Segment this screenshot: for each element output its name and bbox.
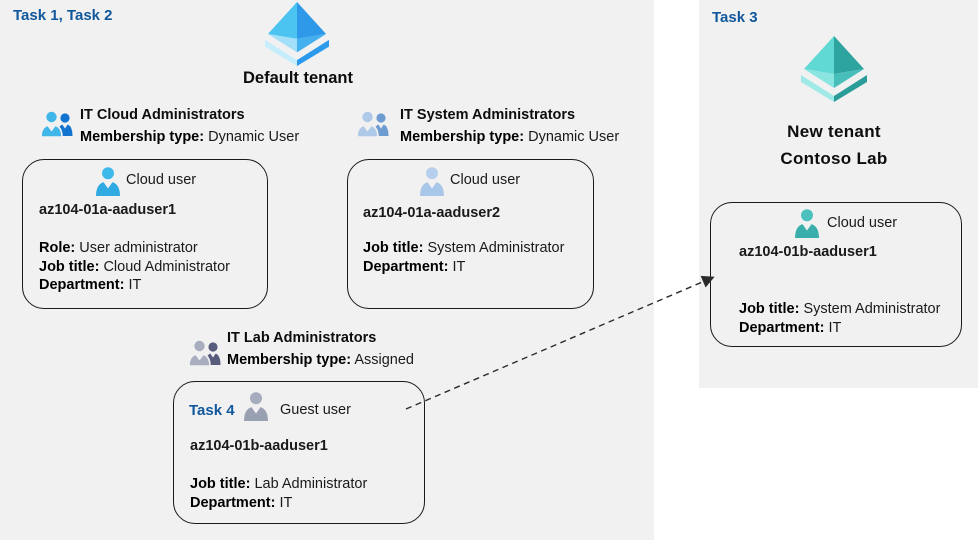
new-tenant-user-card: Cloud user az104-01b-aaduser1 Job title:… (710, 202, 962, 347)
user-type-label: Guest user (280, 402, 351, 418)
membership-type-cloud-admins: Membership type: Dynamic User (80, 129, 300, 145)
user-name: az104-01a-aaduser1 (39, 202, 177, 218)
group-title-system-admins: IT System Administrators (400, 107, 576, 123)
new-tenant-region: Task 3 New tenant Contoso Lab Cloud user… (699, 0, 978, 388)
cloud-user-icon (420, 167, 444, 196)
user-field-role: Role: User administrator (39, 240, 198, 256)
contoso-lab-title: Contoso Lab (780, 149, 888, 168)
user-field-job-title: Job title: System Administrator (739, 301, 941, 317)
user-field-department: Department: IT (39, 277, 142, 294)
new-tenant-title: New tenant (787, 122, 881, 141)
membership-type-system-admins: Membership type: Dynamic User (400, 129, 620, 145)
azure-tenant-icon-blue (265, 2, 329, 66)
task-1-2-label: Task 1, Task 2 (13, 7, 113, 24)
user-field-department: Department: IT (190, 494, 293, 511)
user-field-job-title: Job title: Cloud Administrator (39, 258, 230, 275)
user-type-label: Cloud user (126, 172, 197, 188)
group-users-icon-system-admins (356, 110, 389, 138)
user-type-label: Cloud user (450, 172, 521, 188)
membership-type-lab-admins: Membership type: Assigned (227, 352, 414, 368)
user-card-aaduser1: Cloud user az104-01a-aaduser1 Role: User… (22, 159, 268, 309)
user-name: az104-01a-aaduser2 (363, 205, 501, 221)
azure-tenant-icon-teal (801, 36, 867, 102)
user-field-department: Department: IT (739, 319, 842, 336)
user-field-department: Department: IT (363, 258, 466, 275)
group-title-cloud-admins: IT Cloud Administrators (80, 107, 245, 123)
group-title-lab-admins: IT Lab Administrators (227, 330, 377, 346)
user-name: az104-01b-aaduser1 (739, 244, 877, 260)
default-tenant-region: Task 1, Task 2 Default tenant IT Cloud A… (0, 0, 654, 540)
guest-user-icon (244, 392, 268, 421)
user-card-aaduser2: Cloud user az104-01a-aaduser2 Job title:… (347, 159, 594, 309)
user-field-job-title: Job title: System Administrator (363, 240, 565, 256)
default-tenant-title: Default tenant (242, 69, 353, 87)
user-name: az104-01b-aaduser1 (190, 438, 328, 454)
cloud-user-icon (96, 167, 120, 196)
user-field-job-title: Job title: Lab Administrator (190, 476, 368, 492)
user-type-label: Cloud user (827, 215, 898, 231)
cloud-user-icon (795, 209, 819, 238)
group-users-icon-lab-admins (188, 339, 221, 367)
task-3-label: Task 3 (712, 9, 758, 26)
guest-user-card: Task 4 Guest user az104-01b-aaduser1 Job… (173, 381, 425, 524)
task-4-label: Task 4 (189, 402, 235, 419)
group-users-icon-cloud-admins (40, 110, 73, 138)
